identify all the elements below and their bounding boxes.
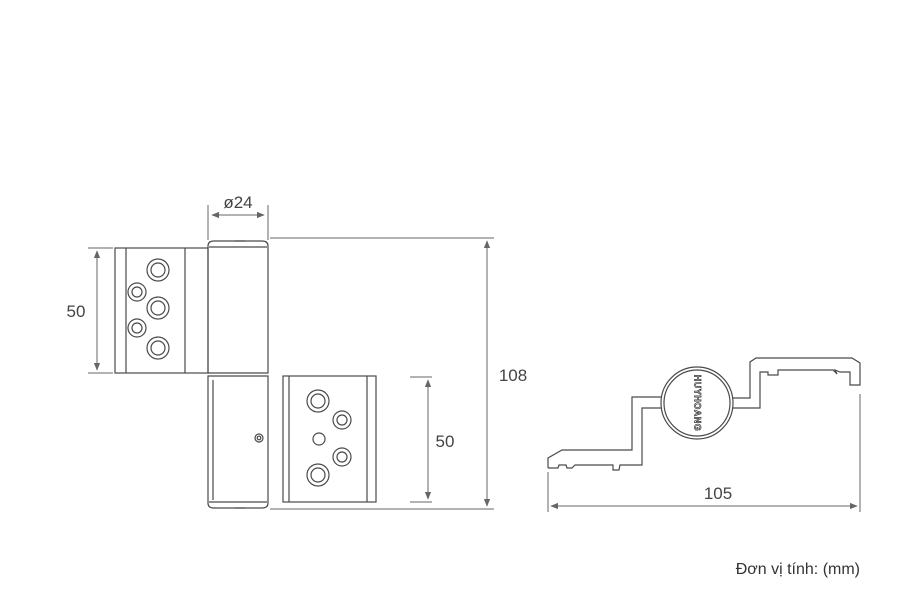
dimension-diameter: ø24 — [207, 193, 269, 240]
hinge-profile-view: HUYHOANG — [547, 357, 861, 471]
mounting-holes-top — [127, 258, 170, 360]
total-height-label: 108 — [499, 366, 527, 385]
mounting-holes-bottom — [306, 389, 352, 487]
top-barrel — [207, 240, 269, 374]
hinge-front-view — [114, 240, 377, 509]
top-plate — [114, 247, 209, 374]
profile-width-label: 105 — [704, 484, 732, 503]
diameter-label: ø24 — [223, 193, 252, 212]
dimension-top-plate: 50 — [67, 247, 113, 374]
bottom-plate — [282, 375, 377, 503]
bottom-plate-label: 50 — [436, 432, 455, 451]
bottom-barrel — [207, 375, 269, 509]
top-plate-label: 50 — [67, 302, 86, 321]
dimension-bottom-plate: 50 — [410, 376, 455, 503]
screw-icon — [254, 433, 264, 443]
unit-label: Đơn vị tính: (mm) — [735, 561, 860, 578]
brand-logo: HUYHOANG — [660, 366, 734, 440]
svg-text:HUYHOANG: HUYHOANG — [693, 375, 703, 432]
dimension-profile-width: 105 — [547, 394, 861, 512]
dimension-total-height: 108 — [270, 237, 527, 510]
